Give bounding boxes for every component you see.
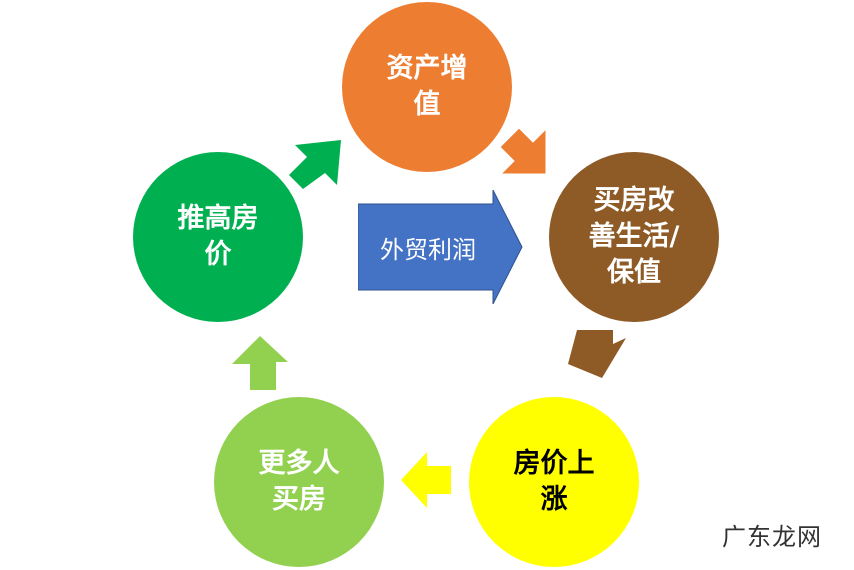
center-block-arrow: 外贸利润 <box>358 190 524 304</box>
arrow-more-to-push <box>232 336 288 390</box>
center-arrow-shape <box>358 190 523 304</box>
node-price-rise-line-1: 房价上 <box>513 448 595 479</box>
arrow-push-to-asset <box>289 140 341 189</box>
node-push-price-line-2: 价 <box>204 239 232 270</box>
node-asset-line-1: 资产增 <box>386 53 468 84</box>
node-more-buyers: 更多人 买房 <box>214 397 384 567</box>
node-buy-improve-line-2: 善生活/ <box>588 221 680 252</box>
center-label: 外贸利润 <box>380 235 476 264</box>
node-buy-improve-line-1: 买房改 <box>593 185 675 216</box>
node-asset-line-2: 值 <box>413 89 441 120</box>
node-push-price-line-1: 推高房 <box>177 203 259 234</box>
node-push-price: 推高房 价 <box>133 152 303 322</box>
node-price-rise: 房价上 涨 <box>469 397 639 567</box>
arrow-more-to-push-shape <box>232 336 288 390</box>
node-buy-improve: 买房改 善生活/ 保值 <box>549 152 719 322</box>
arrow-asset-to-buy <box>499 127 547 175</box>
node-price-rise-line-2: 涨 <box>540 484 568 515</box>
watermark-text: 广东龙网 <box>722 523 822 551</box>
arrow-price-to-more-shape <box>401 452 451 508</box>
node-buy-improve-line-3: 保值 <box>607 257 661 288</box>
node-more-buyers-line-1: 更多人 <box>258 448 340 479</box>
arrow-price-to-more <box>401 452 451 508</box>
arrow-buy-to-price-shape <box>568 330 626 378</box>
arrow-buy-to-price <box>568 330 626 378</box>
node-more-buyers-line-2: 买房 <box>272 484 326 515</box>
arrow-push-to-asset-shape <box>289 140 341 189</box>
node-asset: 资产增 值 <box>342 2 512 172</box>
arrow-asset-to-buy-shape <box>499 127 547 175</box>
